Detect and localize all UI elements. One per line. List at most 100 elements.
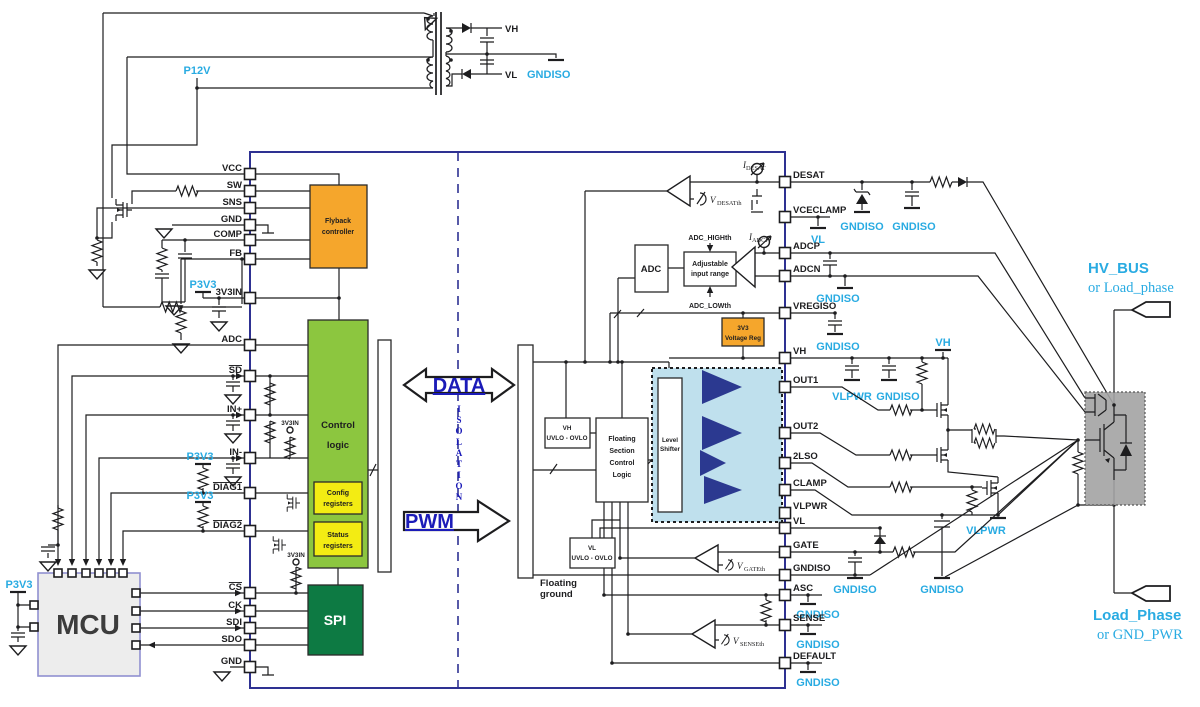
desat-blanking-fet xyxy=(751,189,763,213)
pin-label-gate: GATE xyxy=(793,540,819,551)
pin-gndiso xyxy=(778,568,792,582)
3v3in-net-label-1: 3V3IN xyxy=(281,420,299,427)
pin-adc xyxy=(243,338,257,352)
pin-2lso xyxy=(778,456,792,470)
p3v3-label-3v3in: P3V3 xyxy=(190,279,217,291)
pin-label-cs: CS xyxy=(229,582,242,593)
left-external-circuitry: P3V3 P3V3 P3V3 P3V3 xyxy=(6,185,244,682)
pwm-arrow-label: PWM xyxy=(405,511,454,533)
vreg-label-2: Voltage Reg xyxy=(725,335,761,342)
floating-ground-label-2: ground xyxy=(540,589,573,600)
pin-adcp xyxy=(778,246,792,260)
pin-label-out1: OUT1 xyxy=(793,375,819,386)
gndiso-label-adcn: GNDISO xyxy=(816,293,860,305)
pin-sdi xyxy=(243,621,257,635)
adc-lowth-label: ADC_LOWth xyxy=(689,303,731,310)
isolation-vertical-label: I S O L A T I O N xyxy=(455,404,462,502)
igbt-module-section: HV_BUS or Load_phase Load_Phase or GND_P… xyxy=(1084,260,1183,643)
svg-text:S: S xyxy=(456,415,461,425)
load-phase-alt-label: or GND_PWR xyxy=(1097,627,1183,643)
desat-comparator xyxy=(665,174,691,208)
p12v-label: P12V xyxy=(184,65,212,77)
pin-vh xyxy=(778,351,792,365)
hv-bus-label: HV_BUS xyxy=(1088,260,1149,277)
pin-label-ck: CK xyxy=(228,600,242,611)
pin-label-sense: SENSE xyxy=(793,613,825,624)
vsenseth-label: V xyxy=(733,636,740,646)
pin-label-adcn: ADCN xyxy=(793,264,821,275)
pin-label-gnd2: GND xyxy=(221,656,242,667)
pin-label-sdi: SDI xyxy=(226,617,242,628)
adc-input-comparator xyxy=(730,245,756,289)
pin-sdo xyxy=(243,638,257,652)
vh-uvlo-label-1: VH xyxy=(563,425,572,432)
load-phase-label: Load_Phase xyxy=(1093,607,1181,624)
svg-text:T: T xyxy=(456,459,462,469)
hv-bus-connector-tag xyxy=(1130,301,1171,318)
pin-asc xyxy=(778,588,792,602)
floating-ground-label-1: Floating xyxy=(540,578,577,589)
pin-diag2 xyxy=(243,524,257,538)
pin-label-gnd: GND xyxy=(221,214,242,225)
pin-comp xyxy=(243,233,257,247)
vh-uvlo-block xyxy=(544,417,591,449)
pin-adcn xyxy=(778,269,792,283)
p3v3-label-diag1: P3V3 xyxy=(187,451,214,463)
spi-block xyxy=(307,584,364,656)
pin-out1 xyxy=(778,380,792,394)
gndiso-label-asc: GNDISO xyxy=(796,609,840,621)
internal-bus-bar xyxy=(377,339,392,573)
adjustable-input-range-block xyxy=(683,251,737,287)
pin-sw xyxy=(243,184,257,198)
vlpwr-label-fet: VLPWR xyxy=(966,525,1006,537)
status-registers-block xyxy=(313,521,363,557)
right-pin-column: DESAT VCECLAMP ADCP ADCN VREGISO VH OUT1… xyxy=(778,170,847,670)
svg-text:A: A xyxy=(456,448,463,458)
pin-label-vcc: VCC xyxy=(222,163,242,174)
svg-text:N: N xyxy=(456,492,463,502)
pin-desat xyxy=(778,175,792,189)
pin-label-vregiso: VREGISO xyxy=(793,301,836,312)
gndiso-label-vregiso: GNDISO xyxy=(816,341,860,353)
floating-ground-bar xyxy=(517,344,534,579)
spi-label: SPI xyxy=(324,612,347,628)
vl-uvlo-label-2: UVLO - OVLO xyxy=(572,555,613,562)
fscl-label-2: Section xyxy=(609,448,634,455)
adj-range-label-1: Adjustable xyxy=(692,261,728,268)
vl-net-label: VL xyxy=(505,70,517,81)
pin-label-vceclamp: VCECLAMP xyxy=(793,205,847,216)
svg-text:O: O xyxy=(455,426,462,436)
pin-label-sw: SW xyxy=(227,180,242,191)
3v3in-net-label-2: 3V3IN xyxy=(287,552,305,559)
pin-label-adcp: ADCP xyxy=(793,241,821,252)
pin-sd xyxy=(243,369,257,383)
pin-fb xyxy=(243,252,257,266)
gndiso-label-vlpwr-cap: GNDISO xyxy=(920,584,964,596)
igbt-module xyxy=(1084,391,1146,506)
pin-label-out2: OUT2 xyxy=(793,421,818,432)
pin-vlpwr xyxy=(778,506,792,520)
config-registers-label-2: registers xyxy=(323,501,353,508)
vsenseth-sub: SENSEth xyxy=(740,641,765,648)
pin-3v3in xyxy=(243,291,257,305)
hv-bus-alt-label: or Load_phase xyxy=(1088,280,1174,296)
pin-label-asc: ASC xyxy=(793,583,813,594)
vgate-comparator xyxy=(693,543,719,574)
pin-in-minus xyxy=(243,451,257,465)
pin-label-default: DEFAULT xyxy=(793,651,836,662)
pin-cs xyxy=(243,586,257,600)
p3v3-label-mcu: P3V3 xyxy=(6,579,33,591)
adj-range-label-2: input range xyxy=(691,271,729,278)
floating-section-control-logic-block xyxy=(595,417,649,503)
vh-uvlo-label-2: UVLO - OVLO xyxy=(547,435,588,442)
flyback-label-1: Flyback xyxy=(325,218,351,225)
3v3-voltage-reg-block xyxy=(721,317,765,347)
right-external-circuitry: GNDISO GNDISO VL GNDISO GNDISO VH VLPWR … xyxy=(790,176,1116,689)
vl-label-vceclamp: VL xyxy=(811,234,825,246)
pin-vcc xyxy=(243,167,257,181)
igbt-symbol xyxy=(1085,393,1132,480)
iadcp-sub: ADCP xyxy=(752,237,769,244)
pin-label-vlpwr: VLPWR xyxy=(793,501,827,512)
pin-default xyxy=(778,656,792,670)
